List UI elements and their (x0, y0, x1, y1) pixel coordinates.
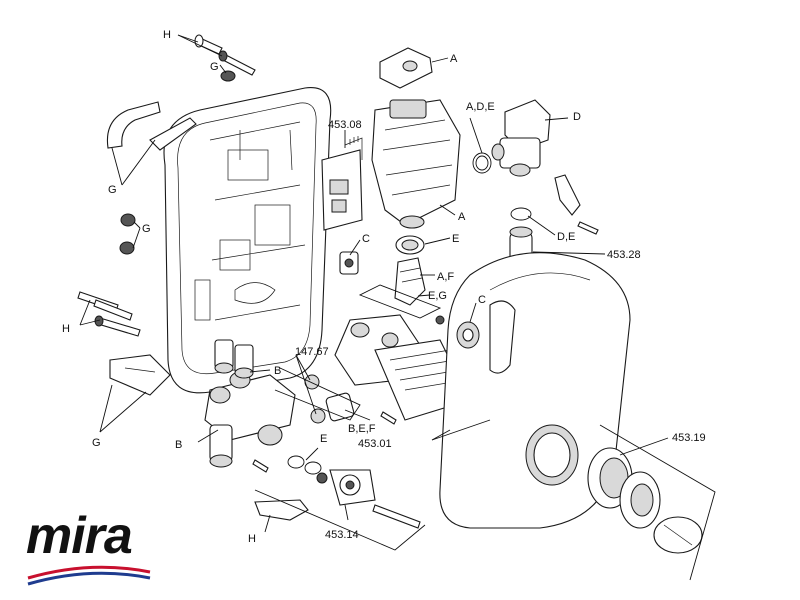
label-453-08: 453.08 (328, 119, 362, 131)
label-a-f: A,F (437, 271, 454, 283)
o-ring-de (510, 207, 532, 221)
front-cover (439, 252, 631, 529)
label-e-low: E (320, 433, 327, 445)
label-g-mid: G (142, 223, 151, 235)
label-b-top: B (274, 365, 281, 377)
label-g-bottom: G (92, 437, 101, 449)
label-d-e: D,E (557, 231, 575, 243)
label-453-19: 453.19 (672, 432, 706, 444)
back-casing (163, 87, 332, 394)
grommets-left (119, 213, 136, 255)
label-h-left: H (62, 323, 70, 335)
label-a-d-e: A,D,E (466, 101, 495, 113)
heater-can (371, 99, 461, 229)
pcb-board (321, 136, 363, 231)
label-b-left: B (175, 439, 182, 451)
o-rings-lower (287, 455, 322, 475)
label-e-mid: E (452, 233, 459, 245)
screws-top (194, 34, 256, 76)
clip-bottom (254, 499, 309, 521)
label-147-67: 147.67 (295, 346, 329, 358)
label-c-right: C (478, 294, 486, 306)
label-h-top: H (163, 29, 171, 41)
label-g-left: G (108, 184, 117, 196)
label-b-e-f: B,E,F (348, 423, 376, 435)
grommet-top (220, 70, 236, 82)
label-453-01: 453.01 (358, 438, 392, 450)
control-knob (587, 447, 703, 554)
hose-connector (339, 235, 426, 306)
label-453-28: 453.28 (607, 249, 641, 261)
label-g-top: G (210, 61, 219, 73)
solenoid-valve (491, 99, 551, 177)
label-h-bottom: H (248, 533, 256, 545)
label-d: D (573, 111, 581, 123)
label-453-14: 453.14 (325, 529, 359, 541)
cover-clip-top (106, 101, 197, 151)
label-c-mid: C (362, 233, 370, 245)
part-labels: H G A A,D,E D 453.08 G G A D,E C E 453.2… (62, 29, 706, 545)
gear-knob (435, 315, 480, 349)
mira-logo-swoosh (27, 565, 151, 586)
cover-clip-bottom (109, 354, 171, 396)
inlet-manifold (204, 339, 296, 468)
screws-left (77, 291, 141, 337)
pressure-relief-valve (316, 469, 421, 529)
leader-lines (79, 34, 669, 533)
bracket-clip (554, 174, 599, 235)
small-screw-manifold (252, 459, 269, 473)
label-a-mid: A (458, 211, 466, 223)
mira-logo: mira (26, 507, 133, 565)
o-ring-upper (472, 152, 492, 174)
small-screw-cartridge (380, 411, 397, 425)
label-e-g: E,G (428, 290, 447, 302)
label-a-top: A (450, 53, 458, 65)
heater-cap (379, 47, 433, 89)
